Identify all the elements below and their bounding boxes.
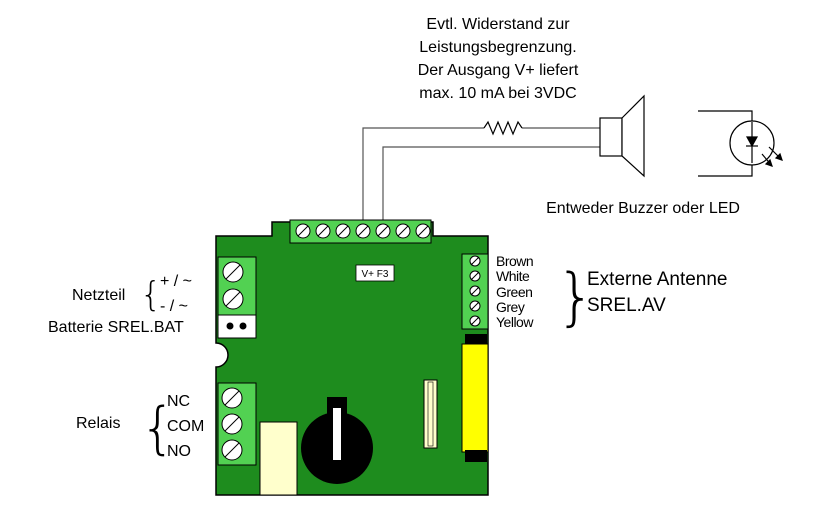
- wire-label-brown: Brown: [496, 253, 533, 269]
- board-label: V+ F3: [362, 269, 389, 280]
- note-line-3: Der Ausgang V+ liefert: [418, 62, 579, 79]
- battery-label: Batterie SREL.BAT: [48, 319, 184, 336]
- output-terminal-block: [289, 219, 432, 244]
- relay-com-label: COM: [167, 418, 204, 435]
- power-minus-label: - / ~: [160, 298, 188, 315]
- note-line-1: Evtl. Widerstand zur: [426, 16, 570, 33]
- wire-label-green: Green: [496, 284, 532, 300]
- relay-group-label: Relais: [76, 415, 120, 432]
- resistor-icon: [483, 120, 523, 136]
- relay: [259, 421, 298, 496]
- relay-terminal-block: [217, 382, 257, 466]
- buzzer-or-led-label: Entweder Buzzer oder LED: [546, 200, 740, 217]
- fuse: [461, 334, 489, 462]
- relay-no-label: NO: [167, 443, 191, 460]
- note-line-2: Leistungsbegrenzung.: [419, 39, 576, 56]
- resistor-note: Evtl. Widerstand zur Leistungsbegrenzung…: [418, 16, 579, 102]
- antenna-label-line2: SREL.AV: [587, 295, 666, 316]
- battery-connector: [217, 314, 257, 339]
- led-icon: [698, 110, 783, 177]
- note-line-4: max. 10 mA bei 3VDC: [419, 85, 576, 102]
- antenna-terminal-block: [461, 253, 489, 330]
- coin-battery: [301, 397, 373, 484]
- relay-nc-label: NC: [167, 393, 190, 410]
- relay-brace: {: [140, 396, 176, 461]
- wire-label-white: White: [496, 268, 530, 284]
- antenna-label-line1: Externe Antenne: [587, 269, 728, 290]
- power-brace: {: [140, 275, 162, 315]
- output-wire: [362, 127, 600, 224]
- wire-label-yellow: Yellow: [496, 314, 534, 330]
- wire-label-grey: Grey: [496, 299, 525, 315]
- power-terminal-block: [217, 256, 257, 316]
- board-label-box: [355, 264, 395, 282]
- power-group-label: Netzteil: [72, 287, 125, 304]
- power-plus-label: + / ~: [160, 273, 192, 290]
- component-strip: [423, 379, 438, 449]
- antenna-brace: }: [556, 260, 595, 333]
- buzzer-icon: [599, 94, 645, 178]
